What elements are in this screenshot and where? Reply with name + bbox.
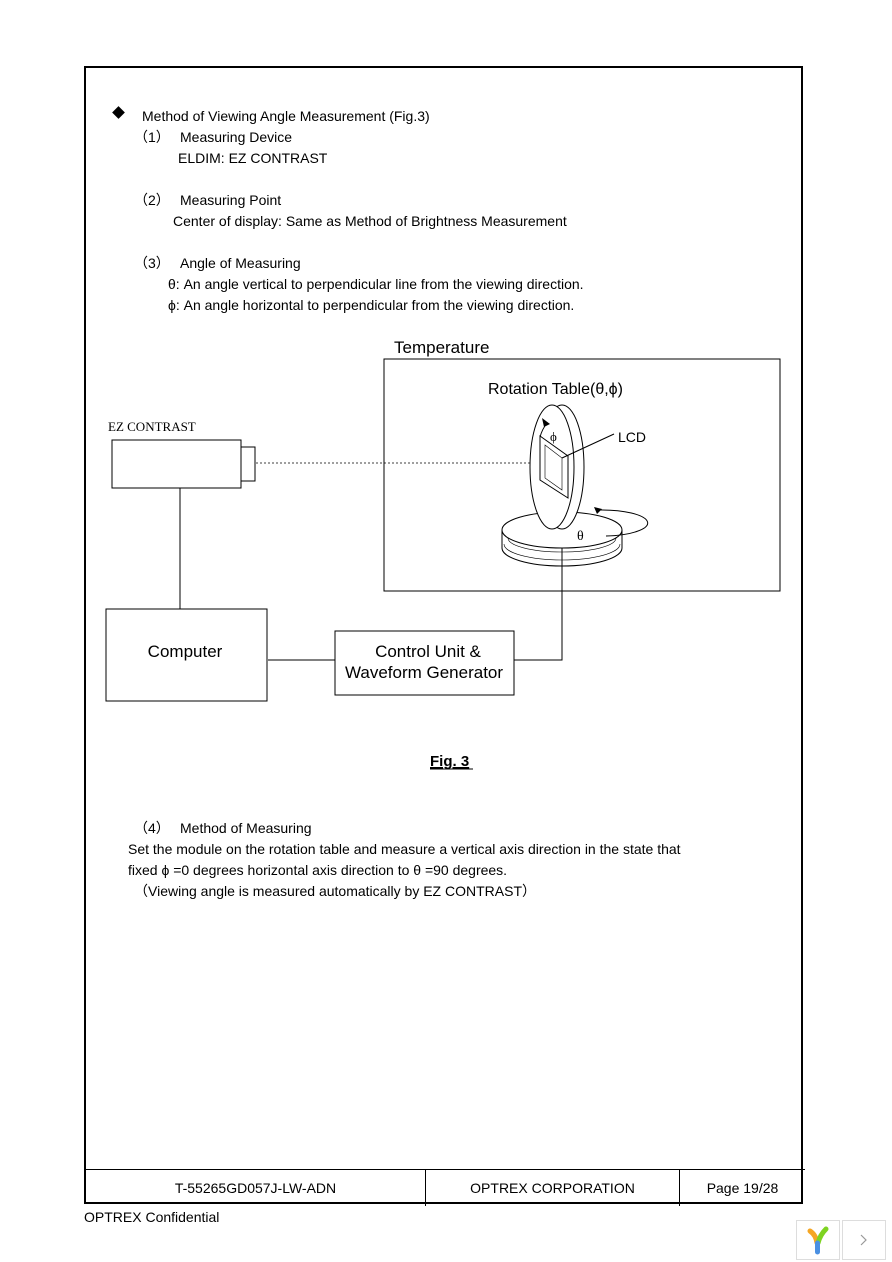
rotation-table-label: Rotation Table(θ,ϕ)	[488, 381, 623, 398]
control-unit-label-line1: Control Unit &	[375, 642, 481, 661]
camera-lens	[240, 446, 256, 482]
footer-table: T-55265GD057J-LW-ADN OPTREX CORPORATION …	[86, 1169, 805, 1206]
lcd-label: LCD	[618, 429, 646, 445]
control-unit-box	[334, 630, 515, 696]
item-3-title: Angle of Measuring	[180, 255, 301, 271]
figure-caption: Fig. 3	[430, 753, 469, 770]
footer-doc-number: T-55265GD057J-LW-ADN	[86, 1170, 426, 1206]
footer-company: OPTREX CORPORATION	[426, 1170, 680, 1206]
camera-body	[111, 439, 242, 489]
method-line-2: fixed ϕ =0 degrees horizontal axis direc…	[128, 862, 508, 878]
item-4-number: （4）	[134, 820, 170, 836]
method-line-1: Set the module on the rotation table and…	[128, 841, 681, 857]
temperature-chamber-box	[383, 358, 781, 592]
theta-arrow-head	[594, 507, 602, 514]
chevron-right-icon[interactable]	[842, 1220, 886, 1260]
method-line-3: （Viewing angle is measured automatically…	[134, 883, 537, 899]
camera-label: EZ CONTRAST	[108, 419, 196, 434]
footer-page: Page 19/28	[706, 1180, 779, 1196]
item-1-line: ELDIM: EZ CONTRAST	[178, 150, 328, 166]
control-to-table-line	[514, 548, 563, 661]
lcd-leader-line	[561, 433, 615, 459]
section-heading: Method of Viewing Angle Measurement (Fig…	[142, 108, 430, 124]
temperature-label: Temperature	[394, 338, 489, 357]
phi-arrow-head	[542, 418, 550, 427]
item-3-line-phi: ϕ: An angle horizontal to perpendicular …	[168, 297, 575, 313]
phi-symbol: ϕ	[550, 429, 557, 444]
control-unit-label-line2: Waveform Generator	[345, 663, 503, 682]
item-2-line: Center of display: Same as Method of Bri…	[173, 213, 567, 229]
viewer-logo-icon[interactable]	[796, 1220, 840, 1260]
theta-symbol: θ	[577, 529, 584, 544]
item-1-number: （1）	[134, 129, 170, 145]
confidential-label: OPTREX Confidential	[84, 1209, 220, 1225]
lcd-panel	[539, 435, 569, 499]
computer-box	[105, 608, 268, 702]
item-4-title: Method of Measuring	[180, 820, 312, 836]
theta-arc	[597, 509, 649, 537]
item-1-title: Measuring Device	[180, 129, 293, 145]
item-2-number: （2）	[134, 192, 170, 208]
page-frame	[84, 66, 803, 1204]
item-2-title: Measuring Point	[180, 192, 282, 208]
item-3-number: （3）	[134, 255, 170, 271]
item-3-line-theta: θ: An angle vertical to perpendicular li…	[168, 276, 584, 292]
viewer-nav-widget	[796, 1220, 886, 1260]
measurement-setup-diagram: Temperature Rotation Table(θ,ϕ) EZ CONTR…	[105, 338, 781, 770]
computer-label: Computer	[148, 642, 223, 661]
